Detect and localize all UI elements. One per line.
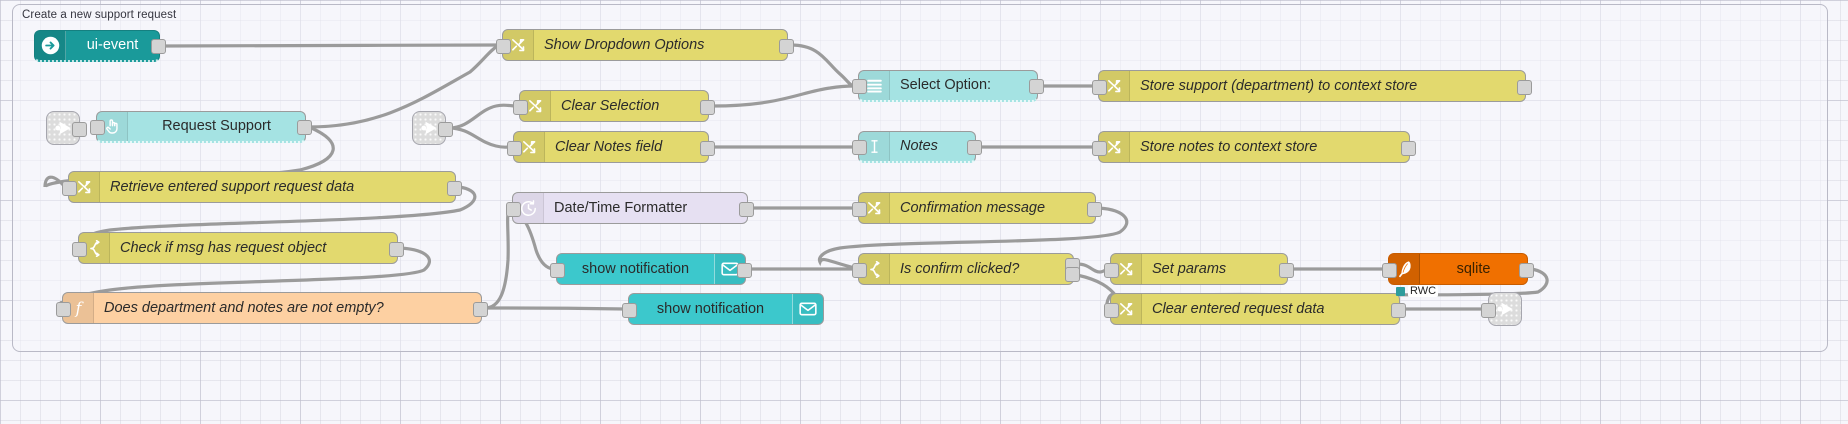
node-output-port[interactable] [737,262,752,278]
node-clear-entered-data[interactable]: Clear entered request data [1104,293,1406,325]
node-input-port[interactable] [507,140,522,156]
node-label: Confirmation message [900,200,1046,216]
node-label: Show Dropdown Options [544,37,705,53]
node-notes[interactable]: Notes [852,131,982,163]
node-ui-event[interactable]: ui-event [34,30,166,62]
node-output-port[interactable] [1519,262,1534,278]
node-input-port[interactable] [852,201,867,217]
link-in-icon [47,112,79,144]
node-output-port[interactable] [473,301,488,317]
node-label: Check if msg has request object [120,240,327,256]
arrow-right-circle-icon [35,31,66,60]
node-input-port[interactable] [62,180,77,196]
node-output-port[interactable] [779,38,794,54]
node-input-port[interactable] [513,99,528,115]
node-input-port[interactable] [1092,79,1107,95]
node-input-port[interactable] [1104,262,1119,278]
node-sqlite[interactable]: sqlite [1382,253,1534,285]
node-output-port[interactable] [438,121,453,137]
envelope-icon [792,294,823,324]
node-input-port[interactable] [550,262,565,278]
node-output-port[interactable] [1065,267,1080,283]
node-output-port[interactable] [297,120,312,135]
node-store-notes[interactable]: Store notes to context store [1092,131,1416,163]
node-clear-selection[interactable]: Clear Selection [513,90,715,122]
node-input-port[interactable] [852,79,867,94]
node-request-support[interactable]: Request Support [90,111,312,143]
node-label: Does department and notes are not empty? [104,300,384,316]
node-label: Set params [1152,261,1227,277]
status-text: RWC [1408,285,1439,297]
node-select-option[interactable]: Select Option: [852,70,1044,102]
node-show-dropdown[interactable]: Show Dropdown Options [496,29,794,61]
node-is-confirm-clicked[interactable]: Is confirm clicked? [852,253,1080,285]
node-store-support[interactable]: Store support (department) to context st… [1092,70,1532,102]
node-output-port[interactable] [447,180,462,196]
node-show-notification-2[interactable]: show notification [622,293,824,325]
node-label: Clear entered request data [1152,301,1325,317]
node-input-port[interactable] [72,241,87,257]
node-retrieve-request[interactable]: Retrieve entered support request data [62,171,462,203]
node-output-port[interactable] [1279,262,1294,278]
node-input-port[interactable] [622,302,637,318]
node-show-notification-1[interactable]: show notification [550,253,752,285]
node-input-port[interactable] [56,301,71,317]
node-link-in-1[interactable] [46,111,87,145]
node-output-port[interactable] [389,241,404,257]
node-output-port[interactable] [1391,302,1406,318]
node-label: Select Option: [900,78,992,93]
node-output-port[interactable] [967,140,982,155]
flow-group-label: Create a new support request [22,9,177,21]
node-input-port[interactable] [1092,140,1107,156]
node-label: ui-event [86,38,139,53]
change-icon [1111,254,1142,284]
node-label: Clear Selection [561,98,660,114]
switch-icon [859,254,890,284]
node-check-msg-request[interactable]: Check if msg has request object [72,232,404,264]
node-clear-notes-field[interactable]: Clear Notes field [507,131,715,163]
function-icon: f [63,293,94,323]
link-in-icon [413,112,445,144]
node-confirmation-message[interactable]: Confirmation message [852,192,1102,224]
node-output-port[interactable] [1401,140,1416,156]
change-icon [503,30,534,60]
node-label: Clear Notes field [555,139,663,155]
node-input-port[interactable] [90,120,105,135]
node-input-port[interactable] [1481,302,1496,318]
node-input-port[interactable] [852,140,867,155]
link-out-icon [1489,293,1521,325]
node-output-port[interactable] [700,140,715,156]
node-label: sqlite [1456,261,1491,277]
node-output-port[interactable] [1517,79,1532,95]
node-label: Notes [900,139,938,154]
status-dot-icon [1396,286,1405,296]
node-output-port[interactable] [1087,201,1102,217]
node-output-port[interactable] [1029,79,1044,94]
node-label: Date/Time Formatter [554,200,688,216]
node-label: Store support (department) to context st… [1140,78,1418,94]
node-input-port[interactable] [506,201,521,217]
svg-text:f: f [74,299,84,317]
node-link-in-2[interactable] [412,111,453,145]
node-input-port[interactable] [496,38,511,54]
node-status-badge: RWC [1396,285,1439,297]
node-input-port[interactable] [852,262,867,278]
node-label: show notification [656,301,765,317]
node-output-port[interactable] [700,99,715,115]
node-set-params[interactable]: Set params [1104,253,1294,285]
node-input-port[interactable] [1382,262,1397,278]
node-dept-notes-not-empty[interactable]: f Does department and notes are not empty… [56,292,488,324]
node-input-port[interactable] [1104,302,1119,318]
node-label: Store notes to context store [1140,139,1318,155]
node-label: Retrieve entered support request data [110,179,355,195]
node-label: show notification [581,261,690,277]
node-output-port[interactable] [739,201,754,217]
change-icon [514,132,545,162]
node-label: Request Support [162,119,271,134]
node-output-port[interactable] [72,121,87,137]
node-link-out-1[interactable] [1481,292,1522,326]
node-datetime-formatter[interactable]: Date/Time Formatter [506,192,754,224]
node-label: Is confirm clicked? [900,261,1020,277]
node-output-port[interactable] [151,39,166,54]
